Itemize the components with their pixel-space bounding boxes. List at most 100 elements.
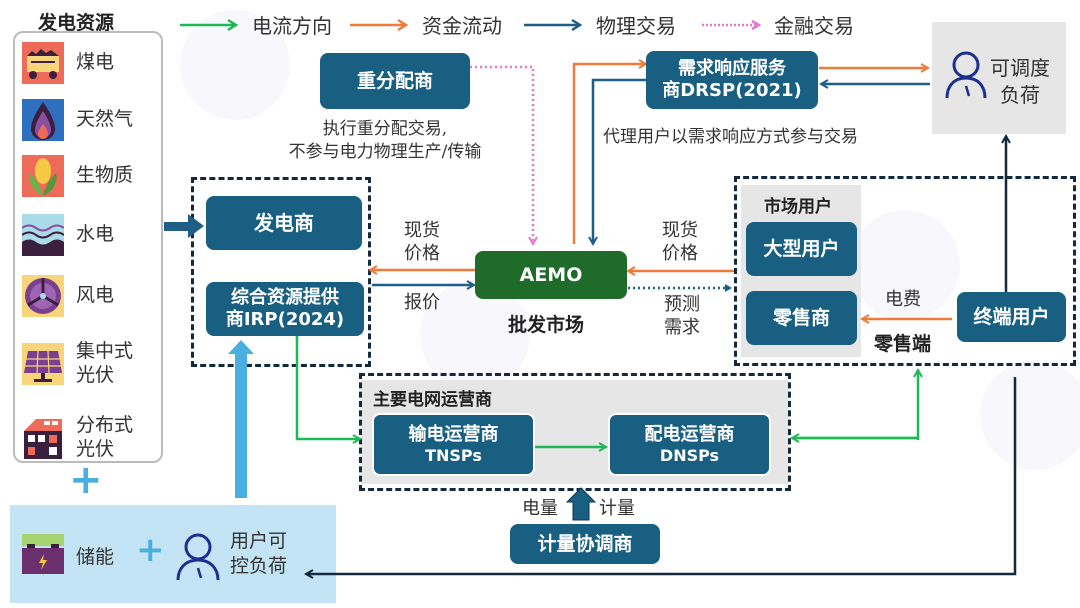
distributed-to-irp-arrow [235, 352, 247, 498]
battery-icon [22, 534, 64, 574]
legend-label: 金融交易 [774, 14, 854, 38]
aemo-box[interactable]: AEMO [475, 251, 627, 299]
drsp-line2: 商DRSP(2021) [662, 80, 802, 101]
redistributor-note-line1: 执行重分配交易, [322, 119, 448, 139]
bid-label: 报价 [404, 292, 440, 313]
dispatchable-load-line2: 负荷 [1000, 83, 1040, 107]
legend-blue-arrow-icon [524, 18, 583, 31]
current-flow-arrow [295, 318, 360, 439]
spot-price-right-line2: 价格 [662, 242, 698, 264]
energy-label: 电量 [522, 498, 558, 519]
distributed-resources-panel [10, 505, 336, 603]
watermark-logo [180, 10, 290, 120]
drsp-note: 代理用户以需求响应方式参与交易 [603, 127, 858, 147]
sources-to-generator-arrowhead [188, 214, 204, 238]
tnsp-box[interactable]: 输电运营商 TNSPs [372, 413, 535, 476]
distributed-to-irp-arrowhead [228, 340, 254, 354]
metering-coordinator-box[interactable]: 计量协调商 [510, 524, 660, 564]
retail-group [734, 176, 1076, 366]
page-title: 发电资源 [38, 12, 115, 34]
spot-price-left-line2: 价格 [404, 242, 440, 264]
source-label: 煤电 [76, 51, 115, 74]
plus-icon: + [69, 457, 103, 503]
tnsp-line2: TNSPs [425, 445, 482, 465]
source-label: 集中式 光伏 [76, 340, 134, 386]
watermark-logo [850, 210, 960, 320]
source-hydro: 水电 [22, 214, 114, 256]
plus-icon: + [136, 530, 165, 570]
legend-pink-dotted-arrow-icon [702, 19, 762, 30]
source-rooftop-solar: 分布式 光伏 [22, 414, 133, 462]
metering-label: 计量 [599, 498, 635, 519]
source-gas: 天然气 [22, 99, 133, 141]
sources-to-generator-arrow [164, 222, 190, 231]
source-utility-solar: 集中式 光伏 [22, 340, 133, 388]
tnsp-line1: 输电运营商 [408, 424, 499, 446]
generator-box[interactable]: 发电商 [206, 196, 362, 250]
electricity-bill-label: 电费 [885, 289, 921, 310]
spot-price-right-label: 现货 价格 [662, 220, 698, 265]
dispatchable-load-label: 可调度 负荷 [990, 55, 1050, 109]
forecast-demand-line2: 需求 [664, 316, 700, 338]
end-user-to-controllable-load-arrow [306, 377, 1017, 574]
retail-side-label: 零售端 [874, 333, 932, 355]
forecast-demand-label: 预测 需求 [664, 294, 700, 339]
wind-turbine-icon [22, 275, 64, 317]
rooftop-solar-icon [22, 416, 64, 459]
wholesale-market-label: 批发市场 [508, 314, 585, 336]
legend-label: 电流方向 [252, 14, 332, 38]
source-biomass: 生物质 [22, 155, 133, 197]
watermark-logo [980, 360, 1080, 470]
coal-cart-icon [22, 42, 64, 84]
source-label: 生物质 [76, 164, 134, 187]
legend-physical-trade: 物理交易 [522, 10, 676, 39]
physical-trade-arrow [593, 78, 648, 244]
water-wave-icon [22, 214, 64, 256]
drsp-box[interactable]: 需求响应服务 商DRSP(2021) [646, 51, 818, 109]
dispatchable-user-icon [944, 50, 994, 102]
source-wind: 风电 [22, 275, 114, 317]
legend-current-direction: 电流方向 [178, 10, 332, 39]
source-label: 水电 [76, 223, 115, 246]
drsp-line1: 需求响应服务 [678, 58, 786, 80]
controllable-load-line1: 用户可 [230, 530, 288, 552]
redistributor-note-line2: 不参与电力物理生产/传输 [288, 141, 482, 162]
spot-price-right-line1: 现货 [662, 220, 698, 241]
gas-flame-icon [22, 99, 64, 141]
legend-money-flow: 资金流动 [348, 10, 502, 39]
retailer-box[interactable]: 零售商 [746, 291, 857, 345]
irp-line2: 商IRP(2024) [225, 309, 345, 330]
market-users-label: 市场用户 [764, 197, 832, 217]
legend-financial-trade: 金融交易 [700, 10, 854, 39]
legend-orange-arrow-icon [350, 18, 409, 31]
dnsp-box[interactable]: 配电运营商 DNSPs [608, 413, 771, 476]
redistributor-box[interactable]: 重分配商 [320, 53, 470, 109]
dnsp-line2: DNSPs [659, 445, 720, 465]
solar-panel-icon [22, 342, 64, 385]
controllable-load-line2: 控负荷 [230, 554, 288, 577]
grid-operators-group [359, 373, 791, 491]
dnsp-line1: 配电运营商 [644, 424, 735, 446]
irp-box[interactable]: 综合资源提供 商IRP(2024) [206, 282, 364, 336]
end-users-box[interactable]: 终端用户 [957, 292, 1066, 342]
spot-price-left-label: 现货 价格 [404, 220, 440, 265]
forecast-demand-line1: 预测 [664, 294, 700, 315]
legend-label: 物理交易 [596, 14, 676, 38]
controllable-load-label: 用户可 控负荷 [230, 529, 287, 578]
spot-price-left-line1: 现货 [404, 220, 440, 241]
legend-green-arrow-icon [180, 18, 239, 31]
irp-line1: 综合资源提供 [231, 287, 339, 309]
legend-label: 资金流动 [422, 14, 502, 38]
money-flow-arrow [572, 64, 646, 244]
financial-trade-arrow [470, 65, 533, 244]
source-label: 天然气 [76, 108, 134, 131]
source-coal: 煤电 [22, 42, 114, 84]
current-flow-arrow [800, 370, 918, 440]
grid-operators-label: 主要电网运营商 [373, 390, 492, 410]
large-users-box[interactable]: 大型用户 [746, 222, 857, 276]
corn-icon [22, 155, 64, 197]
dispatchable-load-line1: 可调度 [990, 56, 1050, 80]
source-label: 风电 [76, 284, 115, 307]
redistributor-note: 执行重分配交易, 不参与电力物理生产/传输 [255, 118, 515, 164]
